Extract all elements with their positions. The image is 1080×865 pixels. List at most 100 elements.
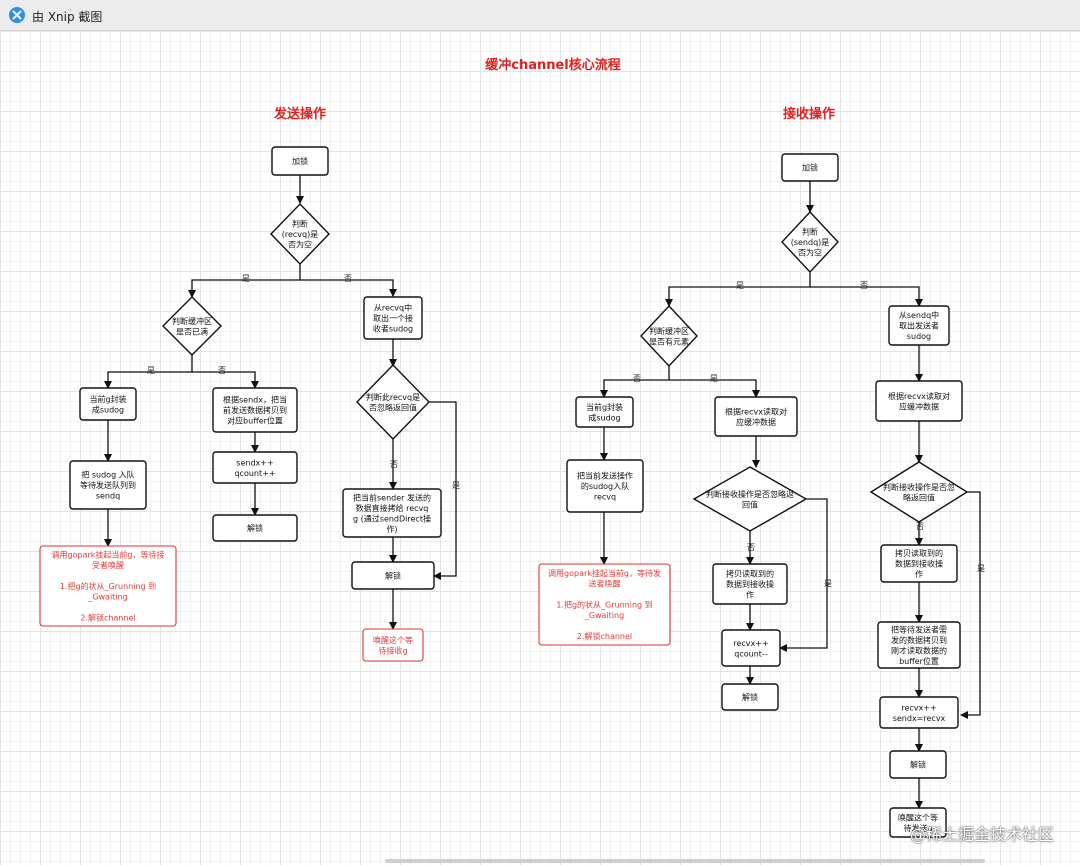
edge-label: 是 (147, 366, 155, 375)
recv-increment2-box: recvx++ sendx=recvx (879, 696, 959, 729)
node-text-line: 否为空 (288, 240, 312, 250)
edge-label: 是 (824, 579, 832, 588)
recv-lock-box: 加锁 (781, 153, 839, 182)
node-text-line: 数据直接拷给 recvq (356, 503, 429, 513)
edge-label: 是 (242, 274, 250, 283)
edge-line (104, 355, 193, 389)
node-text-line: sudog (907, 332, 931, 341)
node-text-line: 对应buffer位置 (227, 416, 283, 426)
send-lock-box: 加锁 (271, 146, 329, 176)
node-text-line: _Gwaiting (584, 611, 624, 620)
send-unlock2-box: 解锁 (351, 561, 435, 590)
node-text-line: 唤醒这个等 (898, 812, 938, 822)
recv-unlock2-box: 解锁 (889, 750, 947, 779)
node-text-line: 解锁 (742, 692, 758, 702)
node-text-line: 把 sudog 入队 (81, 470, 134, 480)
node-text-line: 判断 (292, 219, 308, 229)
edge-label: 否 (344, 274, 352, 283)
node-text-line: 加锁 (292, 156, 308, 166)
node-text-line: 拷贝读取到的 (726, 569, 774, 579)
edge-line (600, 366, 670, 398)
node-text-line: 否忽略返回值 (369, 402, 417, 412)
node-text-line: 判断缓冲区 (649, 326, 689, 336)
node-text-line: 应缓冲数据 (899, 401, 939, 411)
node-text-line: sendx=recvx (893, 714, 946, 723)
edge-label: 否 (747, 543, 755, 552)
node-text-line: 前发送数据拷贝到 (223, 405, 287, 415)
node-text-line: sendq (96, 492, 120, 501)
edge-line (188, 264, 301, 298)
node-text-line: buffer位置 (899, 656, 939, 666)
node-text-line: 是否已满 (176, 326, 208, 336)
window-title: 由 Xnip 截图 (32, 10, 103, 24)
edge-line (429, 401, 457, 580)
node-text-line: 把等待发送者需 (891, 624, 947, 634)
node-text-line: 当前g封装 (89, 394, 126, 404)
node-text-line: 根据sendx，把当 (223, 395, 287, 405)
node-text-line: 取出一个接 (373, 313, 413, 323)
edges (104, 175, 981, 809)
node-text-line: 2.解锁channel (577, 631, 632, 641)
node-text-line: 待接收g (378, 645, 407, 655)
node-text-line: 解锁 (247, 523, 263, 533)
edge-label: 否 (633, 374, 641, 383)
node-text-line: 拷贝读取到的 (895, 548, 943, 558)
node-text-line: 刚才读取数据的 (891, 645, 947, 655)
node-text-line: 当前g封装 (586, 402, 623, 412)
node-text-line: sendx++ (236, 458, 273, 467)
node-text-line: 调用gopark挂起当前g，等待接 (52, 550, 165, 560)
node-text-line: recvx++ (901, 703, 936, 712)
xnip-app-icon (9, 7, 25, 23)
node-text-line: 待发送g (903, 823, 932, 833)
node-text-line: 发的数据拷贝到 (891, 635, 947, 645)
edge-line (665, 272, 811, 307)
node-text-line: 根据recvx读取对 (888, 391, 950, 401)
node-text-line: 成sudog (588, 412, 620, 422)
node-text-line: recvq (594, 493, 616, 502)
node-text-line: 作 (915, 569, 923, 579)
node-text-line: (sendq)是 (791, 238, 830, 247)
node-text-line: 数据到接收操 (895, 559, 943, 569)
edge-line (669, 379, 760, 398)
recv-unlock-box: 解锁 (721, 683, 779, 711)
node-text-line: 加锁 (802, 163, 818, 173)
edge-line (779, 498, 828, 652)
node-text-line: 作 (746, 590, 754, 600)
node-text-line: g (通过sendDirect操 (353, 513, 431, 523)
node-text-line: 数据到接收操 (726, 579, 774, 589)
node-text-line: recvx++ (733, 639, 768, 648)
node-text-line: 回值 (742, 499, 758, 509)
edge-label: 否 (218, 366, 226, 375)
node-text-line: 调用gopark挂起当前g，等待发 (548, 568, 661, 578)
edge-label: 是 (710, 374, 718, 383)
node-text-line: qcount++ (234, 469, 275, 478)
edge-line (300, 279, 397, 297)
node-text-line: 收者sudog (373, 324, 413, 334)
send-unlock-box: 解锁 (212, 514, 298, 542)
edge-line (810, 286, 923, 307)
node-text-line: 解锁 (385, 571, 401, 581)
node-text-line: _Gwaiting (87, 593, 127, 602)
edge-label: 否 (916, 522, 924, 531)
node-text-line: 把当前sender 发送的 (353, 492, 431, 502)
labels: 缓冲channel核心流程发送操作接收操作是否是否否是是否否是否是否是 (147, 57, 985, 588)
recv-increment-box: recvx++qcount-- (721, 629, 781, 667)
node-text-line: 解锁 (910, 760, 926, 770)
node-text-line: 成sudog (92, 404, 124, 414)
edge-label: 否 (390, 460, 398, 469)
horizontal-scrollbar[interactable] (385, 859, 985, 863)
